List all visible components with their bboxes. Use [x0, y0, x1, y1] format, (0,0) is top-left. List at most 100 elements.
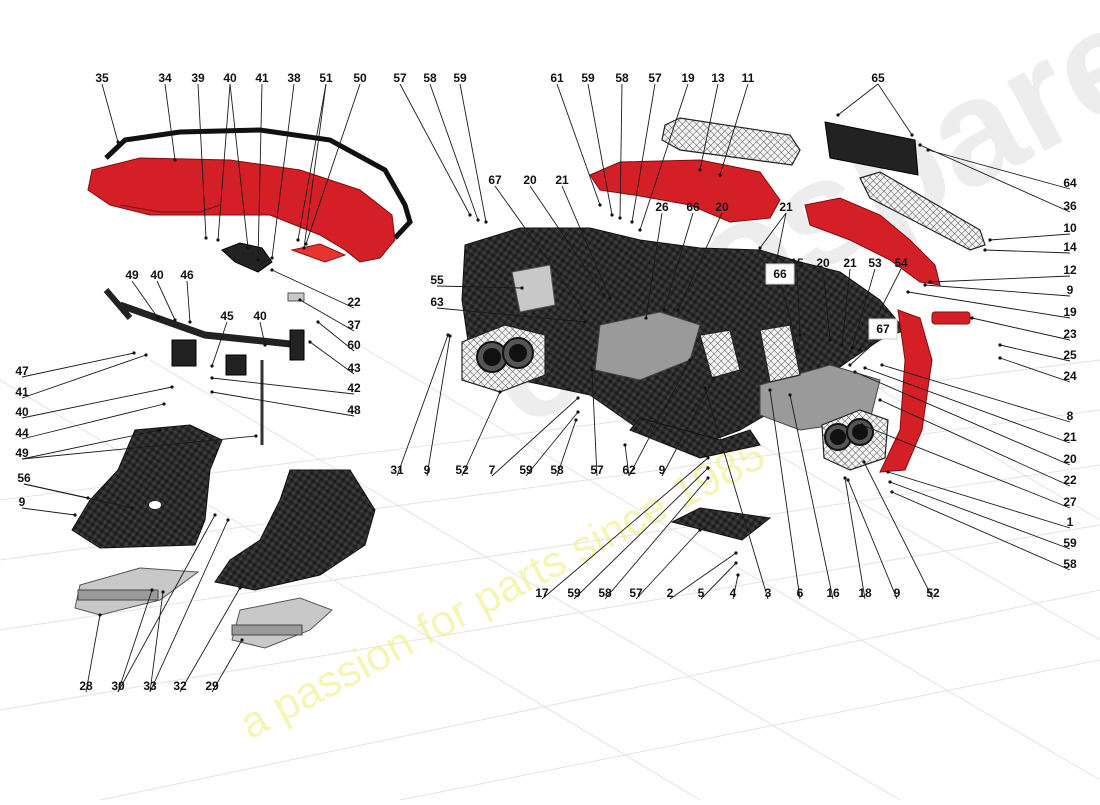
leader-endpoint — [574, 418, 578, 422]
leader-endpoint — [798, 333, 802, 337]
callout-label: 62 — [622, 463, 636, 477]
leader-endpoint — [204, 236, 208, 240]
leader-line — [197, 83, 207, 239]
leader-line — [769, 389, 801, 600]
leader-line — [299, 299, 355, 332]
leader-endpoint — [734, 561, 738, 565]
callout-label: 12 — [1063, 263, 1077, 277]
callout-label: 11 — [742, 71, 755, 85]
callout-label: 9 — [1067, 283, 1074, 297]
leader-endpoint — [788, 393, 792, 397]
callout-label: 50 — [353, 71, 367, 85]
leader-endpoint — [918, 143, 922, 147]
leader-line — [217, 83, 231, 241]
leader-endpoint — [928, 280, 932, 284]
leader-endpoint — [576, 410, 580, 414]
callout-label: 54 — [894, 256, 908, 270]
callout-label: 16 — [826, 586, 840, 600]
leader-endpoint — [210, 376, 214, 380]
leader-line — [591, 369, 598, 477]
callout-label: 35 — [95, 71, 109, 85]
leader-line — [661, 377, 715, 477]
leader-line — [863, 461, 934, 600]
callout-label: 24 — [1063, 369, 1077, 383]
callout-label: 67 — [488, 173, 502, 187]
leader-line — [861, 424, 1071, 509]
callout-label: 57 — [648, 71, 662, 85]
leader-endpoint — [590, 368, 594, 372]
callout-label: 4 — [730, 586, 737, 600]
leader-line — [628, 359, 691, 477]
callout-label: 36 — [1063, 199, 1077, 213]
leader-endpoint — [162, 402, 166, 406]
leader-line — [541, 457, 709, 600]
leader-line — [732, 574, 739, 600]
callout-label: 14 — [1063, 240, 1077, 254]
leader-line — [21, 435, 257, 460]
leader-line — [303, 83, 327, 249]
leader-endpoint — [173, 318, 177, 322]
leader-endpoint — [850, 346, 854, 350]
callout-label: 39 — [191, 71, 205, 85]
grey-access-panel — [511, 264, 556, 313]
callout-label: 61 — [550, 71, 564, 85]
leader-endpoint — [768, 388, 772, 392]
callout-label: 26 — [655, 200, 669, 214]
leader-line — [271, 269, 355, 309]
callout-label: 66 — [686, 200, 700, 214]
callout-label: 37 — [347, 318, 361, 332]
callout-label: 41 — [15, 385, 29, 399]
leader-line — [561, 185, 611, 299]
callout-label: 59 — [453, 71, 467, 85]
leader-line — [999, 357, 1071, 383]
callout-label: 56 — [17, 471, 31, 485]
callout-label: 58 — [550, 463, 564, 477]
leader-endpoint — [863, 366, 867, 370]
callout-label: 19 — [1063, 305, 1077, 319]
leader-line — [859, 268, 902, 351]
leader-endpoint — [238, 586, 242, 590]
leader-endpoint — [862, 460, 866, 464]
leader-endpoint — [886, 470, 890, 474]
callout-label: 21 — [779, 200, 793, 214]
callout-label: 48 — [347, 403, 361, 417]
leader-endpoint — [998, 356, 1002, 360]
center-lower-strip — [629, 417, 761, 459]
leader-endpoint — [853, 370, 857, 374]
leader-line — [971, 317, 1071, 341]
leader-line — [257, 83, 263, 261]
callout-label: 49 — [125, 268, 139, 282]
leader-endpoint — [840, 343, 844, 347]
callout-label: 9 — [19, 495, 26, 509]
leader-endpoint — [156, 316, 160, 320]
leader-line — [164, 83, 176, 161]
rear-spoiler — [87, 157, 396, 263]
callout-label: 45 — [220, 309, 234, 323]
callout-label: 2 — [667, 586, 674, 600]
leader-endpoint — [263, 343, 267, 347]
leader-line — [924, 284, 1071, 297]
callout-label: 46 — [180, 268, 194, 282]
leader-line — [229, 83, 249, 249]
leader-line — [844, 477, 866, 600]
upper-mesh-grille — [661, 117, 801, 166]
callout-label: 57 — [393, 71, 407, 85]
callout-label: 41 — [255, 71, 269, 85]
callout-label: 9 — [424, 463, 431, 477]
leader-endpoint — [302, 246, 306, 250]
leader-line — [494, 185, 586, 313]
leader-line — [604, 477, 709, 600]
leader-endpoint — [988, 238, 992, 242]
leader-endpoint — [734, 551, 738, 555]
callout-label: 8 — [1067, 409, 1074, 423]
leader-line — [907, 291, 1071, 319]
small-plate — [287, 292, 305, 302]
callout-label: 65 — [871, 71, 885, 85]
leader-endpoint — [270, 268, 274, 272]
callout-label: 28 — [79, 679, 93, 693]
leader-line — [21, 386, 173, 419]
leader-line — [796, 268, 801, 336]
leader-endpoint — [213, 513, 217, 517]
